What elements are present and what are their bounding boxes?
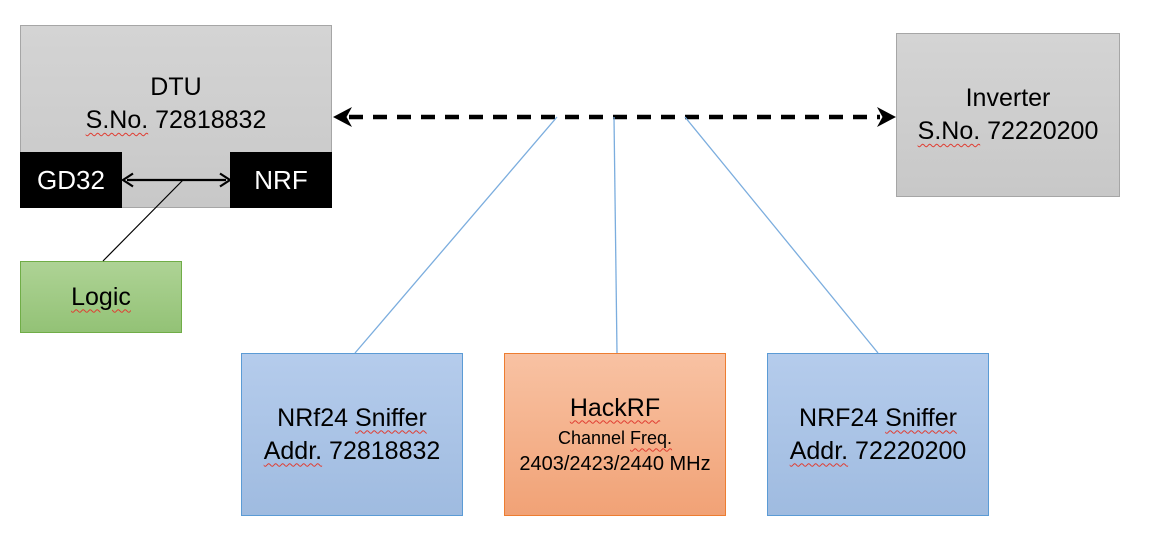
sniffer-right-addr-label: Addr. [789, 436, 849, 465]
logic-box: Logic [20, 261, 182, 333]
inverter-box: Inverter S.No. 72220200 [896, 33, 1120, 197]
hackrf-freq-value: 2403/2423/2440 MHz [519, 452, 711, 475]
sniffer-right-title: NRF24 Sniffer [790, 402, 967, 435]
inverter-serial-value: 72220200 [987, 117, 1099, 145]
sniffer-right-box: NRF24 Sniffer Addr. 72220200 [767, 353, 989, 516]
dtu-serial-label: S.No. [85, 106, 149, 134]
arrowhead-right-icon [877, 107, 896, 127]
sniffer-left-box: NRf24 Sniffer Addr. 72818832 [241, 353, 463, 516]
logic-label: Logic [71, 282, 131, 311]
sniffer-right-addr-value: 72220200 [855, 436, 967, 465]
link-sniffer-left [354, 116, 558, 354]
hackrf-channel-line: Channel Freq. [519, 425, 710, 451]
link-hackrf [613, 116, 618, 354]
dtu-serial-value: 72818832 [155, 106, 267, 134]
inverter-title: Inverter [965, 84, 1051, 112]
dtu-serial-line: S.No. 72818832 [86, 104, 267, 137]
hackrf-freq-label: Freq. [630, 427, 673, 448]
sniffer-left-addr-label: Addr. [263, 436, 323, 465]
gd32-label: GD32 [37, 165, 105, 195]
inverter-serial-line: S.No. 72220200 [918, 115, 1099, 148]
nrf-label: NRF [254, 165, 308, 195]
link-sniffer-right [684, 116, 879, 354]
gd32-box: GD32 [20, 152, 122, 208]
sniffer-left-device: Sniffer [355, 403, 427, 432]
sniffer-left-addr-value: 72818832 [329, 436, 441, 465]
hackrf-channel-word: Channel [557, 427, 626, 448]
inverter-serial-label: S.No. [917, 117, 981, 145]
sniffer-left-model: NRf24 [277, 403, 349, 432]
sniffer-right-addr-line: Addr. 72220200 [790, 435, 967, 468]
dtu-title: DTU [150, 73, 202, 101]
sniffer-left-title: NRf24 Sniffer [264, 402, 441, 435]
hackrf-box: HackRF Channel Freq. 2403/2423/2440 MHz [504, 353, 726, 516]
arrowhead-left-icon [333, 107, 352, 127]
hackrf-title: HackRF [569, 393, 661, 422]
sniffer-left-addr-line: Addr. 72818832 [264, 435, 441, 468]
sniffer-right-model: NRF24 [799, 403, 879, 432]
sniffer-right-device: Sniffer [885, 403, 957, 432]
nrf-box: NRF [230, 152, 332, 208]
